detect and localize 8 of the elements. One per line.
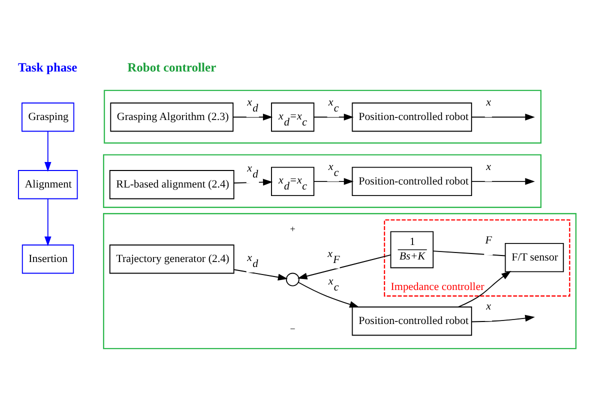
edge-label: x xyxy=(486,96,491,109)
label: − xyxy=(290,325,296,336)
label: Task phase xyxy=(18,60,78,74)
edge-label: F xyxy=(485,234,492,247)
edge-label: x xyxy=(486,300,491,313)
label: + xyxy=(290,224,296,235)
label: Robot controller xyxy=(128,60,216,74)
edge-label: x xyxy=(486,160,491,173)
